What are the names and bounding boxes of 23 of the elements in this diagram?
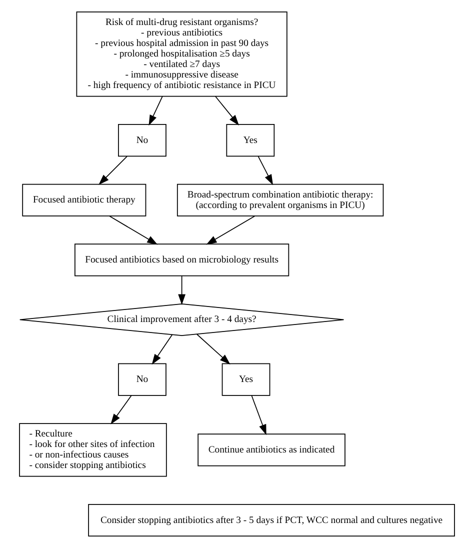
node-box: - Reculture - look for other sites of infection - or non-infectious causes - consider stopping antibiotics: [19, 423, 167, 477]
node-box: Focused antibiotics based on microbiology results: [74, 244, 290, 276]
arrow: [215, 96, 240, 126]
node-diamond: Clinical improvement after 3 - 4 days?: [19, 303, 344, 336]
node-box: Yes: [226, 124, 275, 157]
node-box: Broad-spectrum combination antibiotic therapy: (according to prevalent organisms in PICU): [176, 184, 384, 216]
arrow: [110, 395, 132, 424]
node-box: No: [118, 124, 166, 157]
arrow: [148, 96, 163, 126]
node-box: Yes: [222, 363, 270, 396]
arrow: [109, 216, 158, 245]
arrow: [206, 216, 256, 245]
node-box: Focused antibiotic therapy: [22, 184, 146, 216]
node-box: Consider stopping antibiotics after 3 - 5 days if PCT, WCC normal and cultures negative: [88, 504, 455, 537]
node-box: No: [118, 363, 166, 396]
arrow: [251, 395, 266, 436]
arrow: [178, 276, 186, 305]
arrow: [152, 334, 173, 365]
arrow: [98, 156, 128, 185]
arrow: [258, 156, 274, 186]
node-box: Risk of multi-drug resistant organisms? - previous antibiotics - previous hospital admission in past 90 days - prolonged hospitalisation ≥5 days - ventilated ≥7 days - immunosuppressive disease - high frequency of antibiotic resistance in PICU: [76, 11, 288, 97]
node-box: Continue antibiotics as indicated: [198, 434, 346, 466]
arrow: [196, 334, 230, 364]
